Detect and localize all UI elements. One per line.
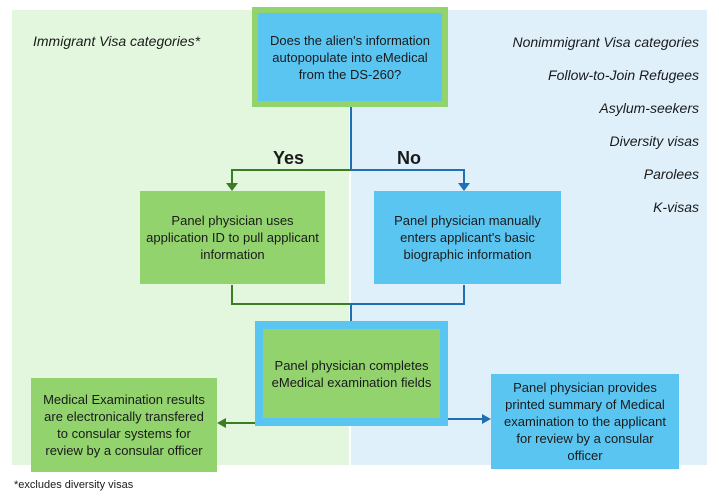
- yes-label: Yes: [273, 148, 305, 168]
- left-result-box: Medical Examination results are electron…: [31, 378, 217, 472]
- yes-branch-line: [231, 169, 351, 185]
- no-branch-line: [351, 169, 465, 185]
- yes-merge-line: [231, 285, 351, 305]
- category-follow-to-join: Follow-to-Join Refugees: [548, 67, 699, 83]
- category-diversity: Diversity visas: [609, 133, 699, 149]
- no-box: Panel physician manually enters applican…: [374, 191, 561, 284]
- category-parolees: Parolees: [643, 166, 699, 182]
- category-asylum: Asylum-seekers: [599, 100, 699, 116]
- no-arrowhead: [458, 183, 470, 191]
- immigrant-visa-heading: Immigrant Visa categories*: [33, 33, 201, 49]
- right-output-arrowhead: [482, 414, 491, 424]
- right-result-box: Panel physician provides printed summary…: [491, 374, 679, 469]
- category-k-visas: K-visas: [653, 199, 699, 215]
- yes-box: Panel physician uses application ID to p…: [140, 191, 325, 284]
- yes-arrowhead: [226, 183, 238, 191]
- question-box-frame: Does the alien's information autopopulat…: [252, 7, 448, 107]
- question-box: Does the alien's information autopopulat…: [258, 13, 442, 101]
- category-nonimmigrant: Nonimmigrant Visa categories: [512, 34, 700, 50]
- footnote: *excludes diversity visas: [14, 479, 134, 491]
- no-merge-line: [351, 285, 465, 305]
- no-label: No: [397, 148, 421, 168]
- left-output-arrowhead: [217, 418, 226, 428]
- center-box: Panel physician completes eMedical exami…: [263, 329, 440, 418]
- center-box-frame: Panel physician completes eMedical exami…: [255, 321, 448, 426]
